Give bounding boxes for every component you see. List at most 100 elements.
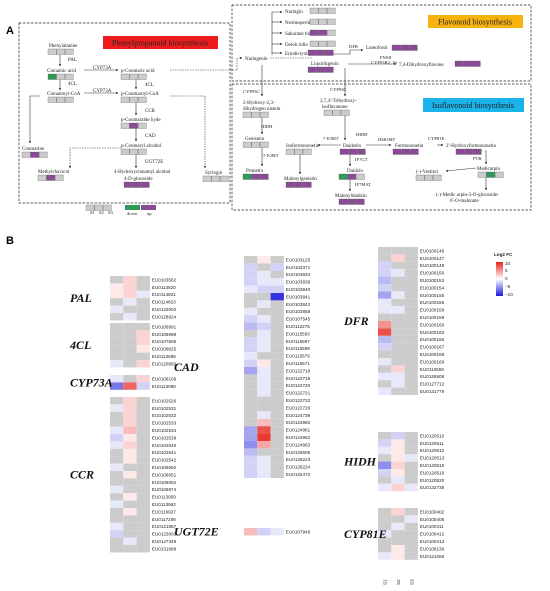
- heatmap-cell: [136, 500, 150, 508]
- heatmap-cell: [404, 306, 418, 314]
- heatmap-cell: [123, 305, 137, 313]
- expression-cell: [65, 73, 74, 80]
- heatmap-cell: [123, 485, 137, 494]
- compound-delohridin: Deloh ridin: [285, 43, 308, 48]
- expression-cell: [400, 44, 409, 51]
- heatmap-cell: [378, 276, 392, 284]
- heatmap-cell: [244, 470, 258, 478]
- compound-trihydroxy-isoflavanone: 2,7,4'-Trihydroxy-: [320, 99, 357, 104]
- heatmap-cyp81e: EU0100402EU0100405EU0100411EU0100412EU01…: [344, 508, 445, 560]
- gene-id-label: EU0122721: [286, 391, 311, 396]
- heatmap-cell: [110, 352, 124, 360]
- heatmap-cell: [110, 478, 124, 486]
- gene-id-label: EU0106991: [152, 324, 177, 329]
- heatmap-cell: [378, 328, 392, 336]
- heatmap-cell: [110, 500, 124, 508]
- heatmap-cell: [136, 298, 150, 306]
- heatmap-cell: [404, 454, 418, 462]
- isoflavonoid-title-bg: [423, 98, 524, 112]
- heatmap-cell: [110, 330, 124, 338]
- heatmap-cell: [136, 360, 150, 368]
- expression-cell: [309, 18, 319, 25]
- heatmap-cell: [257, 418, 271, 427]
- gene-id-label: EU0126223: [286, 457, 311, 462]
- compound-p-coumaryl-alcohol: p-Coumaryl alcohol: [121, 144, 162, 149]
- heatmap-cell: [244, 433, 258, 441]
- heatmap-cell: [257, 448, 271, 456]
- heatmap-cell: [391, 537, 405, 545]
- heatmap-cell: [257, 374, 271, 382]
- heatmap-cell: [257, 256, 271, 264]
- expression-cell: [120, 96, 130, 103]
- gene-id-label: EU0128924: [152, 314, 177, 319]
- heatmap-cell: [244, 367, 258, 375]
- heatmap-cell: [391, 328, 405, 336]
- gene-id-label: EU0100168: [420, 352, 445, 357]
- heatmap-cell: [257, 293, 271, 301]
- legend-tick-minus10: −10: [505, 292, 513, 297]
- heatmap-cell: [404, 291, 418, 299]
- compound-medicarpin-glucoside: (-)-Medic arpin-3-O-glucoside-: [436, 193, 499, 198]
- expression-cell: [455, 148, 465, 155]
- gene-id-label: EU0124963: [286, 442, 311, 447]
- heatmap-hidh: EU0120510EU0120511EU0120512EU0120513EU01…: [343, 432, 445, 492]
- expression-cell: [318, 29, 327, 36]
- heatmap-cell: [123, 530, 137, 538]
- heatmap-cell: [110, 323, 124, 331]
- heatmap-cell: [391, 269, 405, 277]
- expression-cell: [323, 109, 333, 116]
- heatmap-cell: [404, 530, 418, 538]
- heatmap-cell: [270, 463, 284, 471]
- heatmap-cell: [110, 360, 124, 368]
- heatmap-ccr: EU0102526EU0102531EU0102532EU0102533EU01…: [70, 397, 177, 553]
- heatmap-cell: [378, 537, 392, 545]
- gene-id-label: EU0103842: [286, 302, 311, 307]
- sample-label: S1: [383, 579, 388, 585]
- compound-formononetin: Formononetin: [395, 144, 424, 149]
- enzyme-pal: PAL: [68, 58, 77, 63]
- gene-id-label: EU0126508: [420, 374, 445, 379]
- heatmap-cell: [257, 433, 271, 441]
- compound-p-coumaroyl-coa: p-Coumaroyl-CoA: [121, 92, 159, 97]
- expression-cell: [309, 29, 319, 36]
- heatmap-cell: [257, 270, 271, 279]
- heatmap-cell: [257, 411, 271, 419]
- compound-cinnamic-acid: Cinnamic acid: [47, 69, 77, 74]
- heatmap-cell: [136, 313, 150, 321]
- heatmap-cell: [123, 508, 137, 516]
- expression-cell: [325, 66, 334, 73]
- gene-id-label: EU0109625: [152, 347, 177, 352]
- expression-cell: [94, 204, 103, 211]
- expression-cell: [477, 171, 487, 178]
- heatmap-cell: [123, 337, 137, 346]
- heatmap-cell: [257, 426, 271, 434]
- gene-id-label: EU0122002: [152, 307, 177, 312]
- gene-id-label: EU0114820: [152, 285, 176, 290]
- heatmap-cell: [123, 515, 137, 523]
- gene-id-label: EU0100413: [420, 539, 445, 544]
- heatmap-cell: [244, 441, 258, 449]
- sample-label: S3: [409, 579, 414, 585]
- heatmap-legend: Log2 FC 10 5 0 −5 −10: [494, 252, 513, 297]
- expression-cell: [260, 173, 269, 180]
- expression-cell: [47, 48, 57, 55]
- flavonoid-compounds: Naringenin Naringin Neohesperidin Sakura…: [245, 10, 444, 68]
- expression-cell: [251, 141, 260, 148]
- heatmap-cell: [110, 283, 124, 291]
- expression-cell: [454, 60, 464, 67]
- gene-id-label: EU0100160: [420, 322, 445, 327]
- heatmap-cell: [136, 404, 150, 412]
- compound-isoformononetin: Isoformononetin: [286, 144, 320, 149]
- expression-cell: [348, 148, 357, 155]
- heatmap-cell: [378, 313, 392, 321]
- heatmap-cell: [110, 434, 124, 442]
- expression-cell: [357, 148, 366, 155]
- panel-a-label: A: [6, 25, 14, 37]
- heatmap-cell: [244, 256, 258, 264]
- heatmap-cell: [378, 387, 392, 395]
- gene-id-label: EU0103125: [286, 257, 311, 262]
- heatmap-cell: [123, 537, 137, 545]
- heatmap-cell: [391, 483, 405, 492]
- heatmap-cell: [136, 276, 150, 284]
- heatmap-cell: [244, 455, 258, 464]
